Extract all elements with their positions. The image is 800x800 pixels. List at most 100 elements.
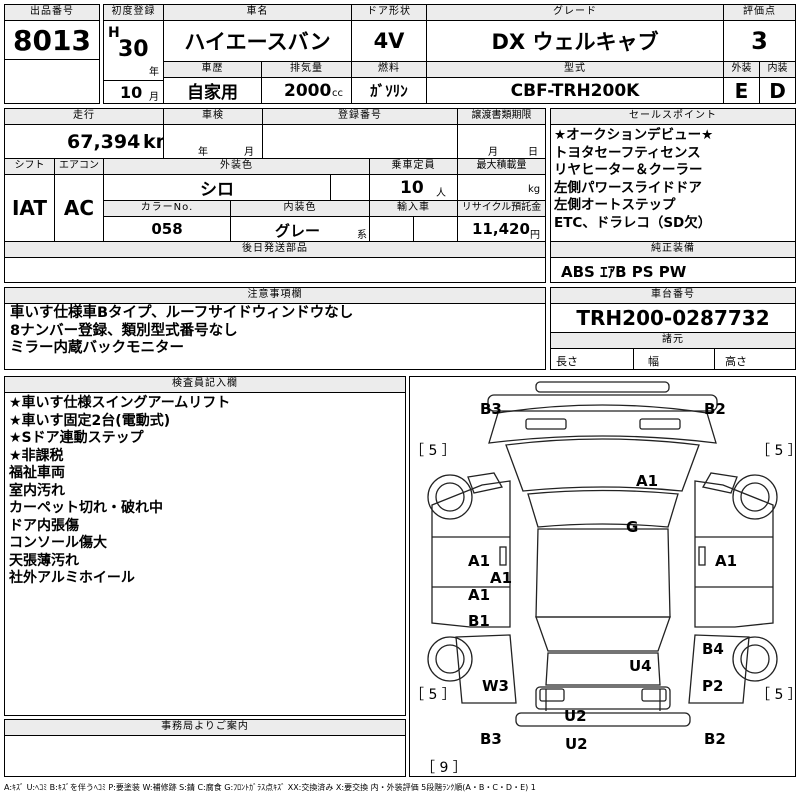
selling-point: 左側オートステップ (554, 197, 676, 213)
kei-unit: 系 (357, 230, 367, 241)
km-unit: km (143, 131, 163, 153)
spec-length-label: 長さ (556, 355, 578, 368)
damage-mark-b1-left: B1 (468, 612, 490, 630)
header-recycle-deposit: リサイクル預託金 (457, 200, 546, 217)
displacement: 2000 (284, 81, 332, 101)
damage-mark-u4-roof: U4 (629, 657, 652, 675)
chassis-number: TRH200-0287732 (550, 303, 796, 333)
selling-point: 左側パワースライドドア (554, 179, 702, 196)
bracket-mark-left-top: ［ 5 ］ (410, 443, 456, 459)
header-grade: グレード (426, 4, 724, 21)
bracket-mark-right-bottom: ［ 5 ］ (756, 687, 795, 703)
header-history: 車歴 (163, 61, 262, 78)
header-displacement: 排気量 (261, 61, 352, 78)
kg-unit: kg (528, 184, 541, 195)
header-exterior-color: 外装色 (103, 158, 370, 175)
header-specs: 諸元 (550, 332, 796, 349)
inspector-note: ★Sドア連動ステップ (9, 430, 144, 446)
exterior-color-extra (330, 174, 370, 201)
header-car-name: 車名 (163, 4, 352, 21)
era-letter: H (108, 25, 120, 41)
registration-year: 30 (118, 37, 149, 62)
deadline-day-unit: 日 (528, 147, 538, 158)
shaken-year-unit: 年 (198, 147, 208, 158)
spec-height-label: 高さ (725, 355, 747, 368)
cc-unit: cc (332, 88, 343, 99)
spec-height-box: 高さ (714, 348, 796, 370)
delivery-parts-box (4, 257, 546, 283)
bracket-mark-right-top: ［ 5 ］ (756, 443, 795, 459)
inspector-note: ドア内張傷 (9, 517, 79, 534)
selling-point: トヨタセーフティセンス (554, 144, 701, 161)
capacity-box: 10 人 (369, 174, 458, 201)
header-door: ドア形状 (351, 4, 427, 21)
inspector-note: 福祉車両 (9, 465, 65, 481)
header-inspector-notes: 検査員記入欄 (4, 376, 406, 393)
header-color-number: カラーNo. (103, 200, 231, 217)
inspector-note: 天張薄汚れ (9, 552, 79, 569)
import-box-b (413, 216, 458, 242)
transfer-deadline-box: 月 日 (457, 124, 546, 159)
header-interior-grade: 内装 (759, 61, 796, 78)
grade: DX ウェルキャブ (426, 20, 724, 62)
header-chassis-number: 車台番号 (550, 287, 796, 304)
registration-number-box (262, 124, 458, 159)
interior-color: グレー (275, 222, 321, 240)
header-registration-number: 登録番号 (262, 108, 458, 125)
inspector-notes-list: ★車いす仕様スイングアームリフト ★車いす固定2台(電動式) ★Sドア連動ステッ… (4, 392, 406, 716)
month-unit: 月 (149, 92, 159, 103)
header-office-notice: 事務局よりご案内 (4, 719, 406, 736)
damage-mark-a1-left-c: A1 (468, 586, 491, 604)
header-first-registration: 初度登録 (103, 4, 164, 21)
header-genuine-equipment: 純正装備 (550, 241, 796, 258)
import-box-a (369, 216, 414, 242)
note-line: 車いす仕様車Bタイプ、ルーフサイドウィンドウなし (10, 305, 354, 321)
damage-mark-u2-bottom: U2 (565, 735, 588, 753)
shift-type: IAT (4, 174, 55, 242)
damage-mark-w3-rear: W3 (482, 677, 509, 695)
aircon-type: AC (54, 174, 104, 242)
damage-mark-g-glass: G (626, 518, 639, 536)
displacement-box: 2000 cc (261, 77, 352, 104)
fuel-type: ｶﾞｿﾘﾝ (351, 77, 427, 104)
interior-grade: D (759, 77, 796, 104)
lot-number: 8013 (4, 20, 100, 60)
spec-length-box: 長さ (550, 348, 634, 370)
header-fuel: 燃料 (351, 61, 427, 78)
car-name: ハイエースバン (163, 20, 352, 62)
damage-mark-b2-top: B2 (704, 400, 726, 418)
deadline-month-unit: 月 (488, 147, 498, 158)
lot-blank-box (4, 59, 100, 104)
mileage-box: 67,394 km (4, 124, 164, 159)
inspector-note: コンソール傷大 (9, 535, 107, 551)
car-damage-diagram: B3 B2 A1 G A1 A1 A1 B1 A1 B4 U4 W3 P2 U2… (409, 376, 796, 777)
vehicle-history: 自家用 (163, 77, 262, 104)
first-registration-box: H 30 年 (103, 20, 164, 81)
registration-month-box: 10 月 (103, 80, 164, 104)
damage-mark-a1-left-a: A1 (468, 552, 491, 570)
header-max-load: 最大積載量 (457, 158, 546, 175)
header-interior-color: 内装色 (230, 200, 370, 217)
header-exterior-grade: 外装 (723, 61, 760, 78)
year-unit: 年 (149, 67, 159, 78)
capacity: 10 (400, 178, 424, 198)
damage-mark-b4-right: B4 (702, 640, 724, 658)
door-type: 4V (351, 20, 427, 62)
exterior-grade: E (723, 77, 760, 104)
damage-mark-b3-bottom: B3 (480, 730, 502, 748)
selling-point: リヤヒーター＆クーラー (554, 162, 703, 178)
damage-mark-a1-right: A1 (715, 552, 738, 570)
note-line: 8ナンバー登録、類別型式番号なし (10, 322, 238, 339)
selling-point: ETC、ドラレコ（SD欠） (554, 214, 712, 231)
header-aircon: エアコン (54, 158, 104, 175)
header-capacity: 乗車定員 (369, 158, 458, 175)
max-load-box: kg (457, 174, 546, 201)
header-notes: 注意事項欄 (4, 287, 546, 304)
persons-unit: 人 (436, 188, 446, 199)
header-import: 輸入車 (369, 200, 458, 217)
yen-unit: 円 (530, 230, 540, 241)
damage-mark-b2-bottom: B2 (704, 730, 726, 748)
damage-mark-a1-left-b: A1 (490, 569, 513, 587)
inspector-note: ★車いす固定2台(電動式) (9, 412, 171, 429)
car-outline-drawing (427, 381, 778, 727)
